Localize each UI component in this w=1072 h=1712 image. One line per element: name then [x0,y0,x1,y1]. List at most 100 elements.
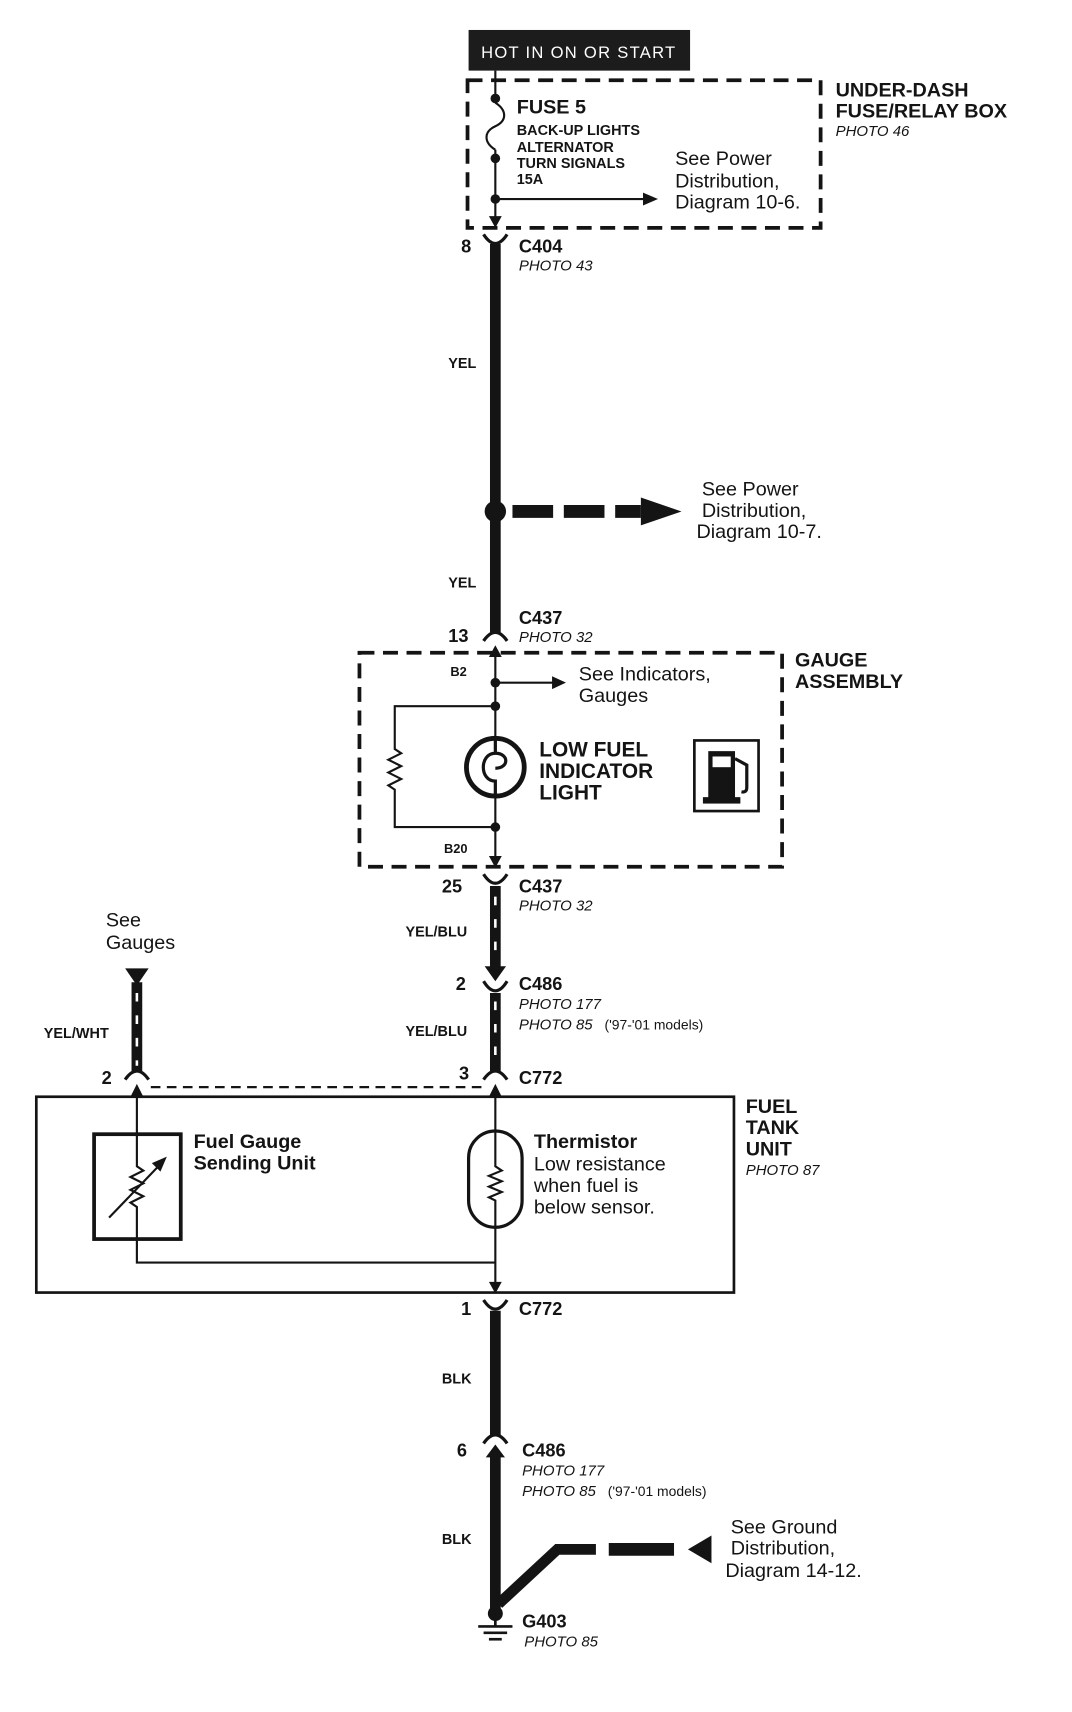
ground-distribution-branch [494,1544,596,1608]
connector-name: C772 [519,1299,562,1319]
gauge-assembly-title: ASSEMBLY [795,671,903,693]
fuel-tank-unit-photo: PHOTO 87 [746,1162,820,1179]
variable-resistor-arrow [108,1163,162,1219]
reference-triangle-icon [687,1535,712,1564]
fuse-rating: 15A [517,172,544,188]
terminal-label: B2 [450,664,466,679]
fuse-circuit: BACK-UP LIGHTS [517,123,641,139]
gauge-assembly-title: GAUGE [795,650,868,672]
connector-pin: 2 [102,1068,112,1088]
light-label: LIGHT [539,781,602,804]
fuel-tank-unit-outline [34,1095,736,1294]
ground-photo: PHOTO 85 [524,1634,598,1651]
connector-pin: 13 [448,626,468,646]
junction-dot [490,822,501,832]
female-terminal [482,1433,509,1445]
fuel-tank-unit: Fuel Gauge Sending Unit Thermistor Low r… [34,1095,820,1294]
connector-c772-lower: 1 C772 [461,1299,562,1319]
splice-dot [484,500,507,523]
ground-circuit: BLK See Ground Distribution, Diagram 14-… [442,1455,862,1651]
gauges-reference-wire: See Gauges YEL/WHT [44,910,175,1072]
fuse-reference-line: See Power [675,148,772,170]
connector-name: C437 [519,876,562,896]
header-background [468,29,691,71]
male-terminal [485,1444,505,1458]
fuse-reference-line: Diagram 10-6. [675,192,800,214]
splice-reference-line: See Power [702,478,799,500]
fuel-pump-icon [693,739,760,813]
connector-pin: 6 [457,1440,467,1460]
light-label: LOW FUEL [539,738,648,761]
connector-pin: 3 [459,1064,469,1084]
blk-wire-upper: BLK [442,1310,501,1436]
fuse-box-title: UNDER-DASH [836,79,969,101]
arrow-down-icon [488,1281,502,1294]
fuel-pump-hose [734,757,749,794]
fuse-box-outline [465,78,823,230]
thermistor-description: Low resistance [534,1154,666,1176]
connector-photo-alt: PHOTO 85 [522,1483,596,1500]
arrow-right-icon [643,192,658,206]
power-source-header: HOT IN ON OR START [468,29,691,71]
female-terminal [123,1069,150,1081]
wire-color-label: YEL [448,575,476,591]
fuse-box-photo: PHOTO 46 [836,123,910,140]
ground-name: G403 [522,1611,567,1631]
thermistor-resistor-icon [486,1130,505,1228]
fuel-tank-unit-title: FUEL [746,1096,798,1118]
connector-name: C772 [519,1068,562,1088]
indicator-reference-line: See Indicators, [579,664,711,686]
wire-color-label: YEL/BLU [405,924,467,940]
thermistor-description: below sensor. [534,1196,655,1218]
variable-resistor-icon [128,1134,146,1240]
connector-name: C404 [519,237,563,257]
wire-color-label: YEL [448,356,476,372]
fuse-circuit: TURN SIGNALS [517,156,626,172]
female-terminal [482,1299,509,1311]
wire-color-label: YEL/WHT [44,1026,109,1042]
header-label: HOT IN ON OR START [481,43,676,62]
indicator-reference-line: Gauges [579,685,648,707]
connector-photo: PHOTO 177 [522,1463,605,1480]
fuel-pump-window [712,756,731,768]
connector-pin: 1 [461,1299,471,1319]
yel-blu-wire-upper: YEL/BLU [405,885,501,969]
fuse-symbol [485,101,506,151]
fuse-input-dot [490,93,501,104]
connector-pin: 2 [456,974,466,994]
connector-photo-note: ('97-'01 models) [604,1016,703,1032]
sending-unit-label: Fuel Gauge [194,1131,302,1153]
connector-photo: PHOTO 32 [519,898,593,915]
bypass-resistor [385,705,496,829]
ground-reference-line: See Ground [731,1516,838,1538]
ground-reference-line: Distribution, [731,1538,835,1560]
connector-name: C486 [519,974,562,994]
fuse-output-dot [490,153,501,164]
thermistor-title: Thermistor [534,1131,638,1153]
connector-c404: 8 C404 PHOTO 43 [461,233,593,275]
female-terminal [482,873,509,885]
male-terminal [484,966,507,982]
splice-reference-line: Diagram 10-7. [697,521,822,543]
connector-photo-note: ('97-'01 models) [608,1483,707,1499]
yel-blu-wire-lower: YEL/BLU [405,992,501,1072]
fuel-tank-unit-title: UNIT [746,1139,792,1161]
female-terminal [482,630,509,642]
fuel-pump-base [702,797,741,804]
connector-pin: 25 [442,876,462,896]
light-label: INDICATOR [539,760,653,783]
sending-unit-label: Sending Unit [194,1153,316,1175]
fuse-reference-line: Distribution, [675,170,779,192]
connector-photo: PHOTO 177 [519,996,602,1013]
connector-pin: 8 [461,237,471,257]
female-terminal [482,1069,509,1081]
sending-unit-return-line [135,1239,496,1264]
yel-wire: YEL YEL See Power Distribution, Diagram … [448,243,822,634]
thermistor-description: when fuel is [533,1175,639,1197]
male-terminal [130,1083,144,1097]
fuse-box-title: FUSE/RELAY BOX [836,101,1008,123]
arrow-up-right-icon [151,1156,167,1172]
wire-color-label: YEL/BLU [405,1024,467,1040]
